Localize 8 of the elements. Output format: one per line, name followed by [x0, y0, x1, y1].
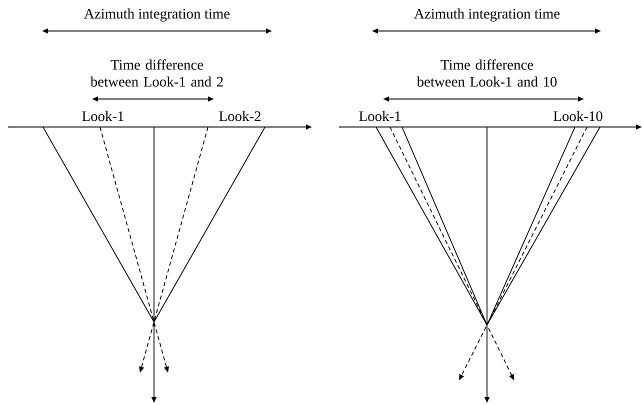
look-label: Look-1 [82, 110, 124, 122]
look-label: Look-1 [359, 110, 400, 122]
dimension-label: Azimuth integration time [414, 8, 560, 22]
dimension-label: Time difference between Look-1 and 10 [416, 59, 557, 87]
dimension-label: Azimuth integration time [84, 8, 230, 22]
look-label: Look-2 [219, 110, 260, 122]
look-label: Look-10 [554, 110, 602, 122]
dimension-label: Time difference between Look-1 and 2 [90, 59, 223, 87]
